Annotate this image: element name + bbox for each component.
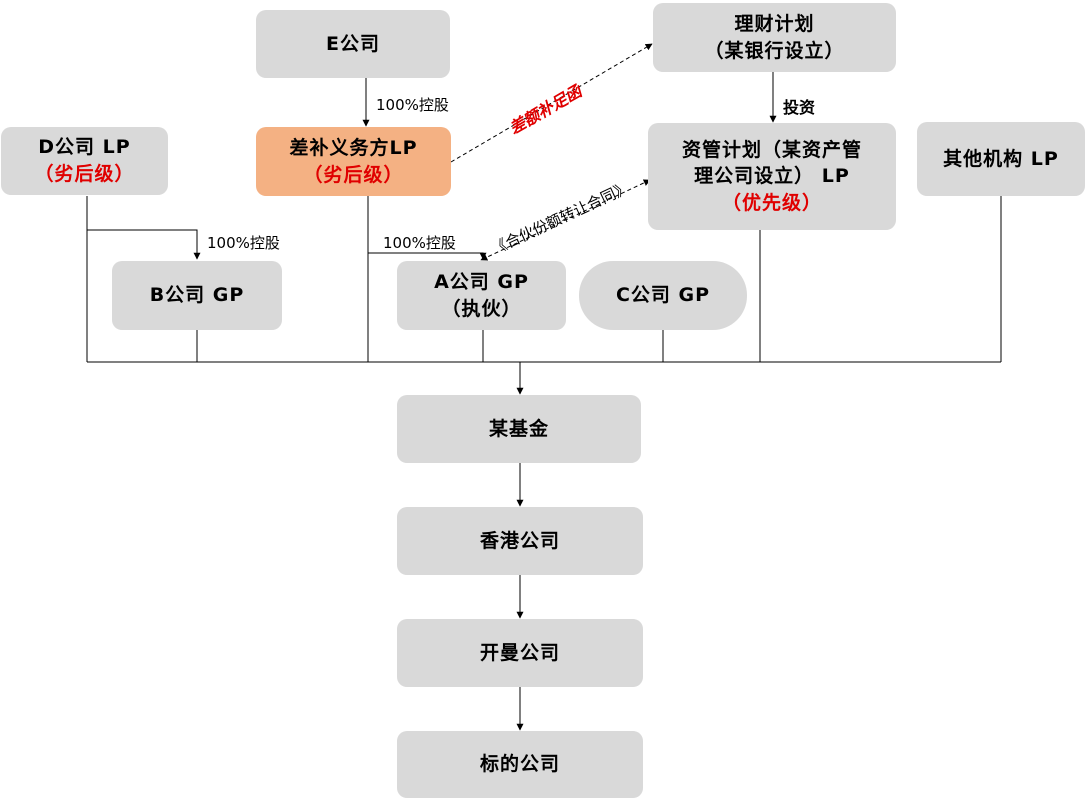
- invest-label: 投资: [783, 98, 816, 117]
- transfer-contract-arrow: [480, 179, 651, 261]
- guarantor-tier: （劣后级）: [303, 163, 404, 186]
- asset-plan-tier: （优先级）: [721, 191, 822, 214]
- company-b-box: B公司 GP: [112, 261, 282, 330]
- asset-plan-box: 资管计划（某资产管 理公司设立） LP （优先级）: [648, 123, 896, 230]
- asset-plan-label: 资管计划（某资产管: [681, 138, 862, 161]
- company-d-tier: （劣后级）: [34, 163, 135, 185]
- company-a-role: （执伙）: [441, 297, 522, 320]
- company-c-box: C公司 GP: [579, 261, 747, 330]
- company-e-box: E公司: [256, 10, 450, 78]
- company-d-label: D公司 LP: [38, 136, 131, 159]
- guarantor-label: 差补义务方LP: [289, 136, 418, 159]
- company-a-box: A公司 GP （执伙）: [397, 261, 566, 330]
- company-d-box: D公司 LP （劣后级）: [1, 127, 168, 195]
- d-holding-label: 100%控股: [207, 234, 280, 252]
- company-e-label: E公司: [326, 32, 380, 55]
- fund-label: 某基金: [488, 417, 549, 440]
- d-to-b-arrow: [86, 196, 201, 260]
- wealth-plan-box: 理财计划 （某银行设立）: [653, 3, 896, 72]
- other-institutions-box: 其他机构 LP: [917, 122, 1085, 196]
- fund-box: 某基金: [397, 395, 641, 463]
- target-company-label: 标的公司: [479, 753, 560, 776]
- topup-letter-arrow: [450, 43, 653, 163]
- hk-company-box: 香港公司: [397, 507, 643, 575]
- cayman-company-box: 开曼公司: [397, 619, 643, 687]
- company-b-label: B公司 GP: [149, 284, 245, 307]
- target-company-box: 标的公司: [397, 731, 643, 798]
- wealth-plan-subtitle: （某银行设立）: [704, 39, 845, 62]
- company-c-label: C公司 GP: [615, 284, 711, 307]
- e-holding-label: 100%控股: [376, 96, 449, 114]
- hk-company-label: 香港公司: [479, 529, 560, 552]
- company-a-label: A公司 GP: [434, 270, 529, 293]
- wealth-plan-label: 理财计划: [734, 12, 815, 35]
- guarantor-holding-label: 100%控股: [383, 234, 456, 252]
- guarantor-box: 差补义务方LP （劣后级）: [256, 127, 451, 196]
- asset-plan-label-2: 理公司设立） LP: [694, 165, 850, 188]
- other-institutions-label: 其他机构 LP: [943, 147, 1059, 170]
- cayman-company-label: 开曼公司: [479, 641, 560, 664]
